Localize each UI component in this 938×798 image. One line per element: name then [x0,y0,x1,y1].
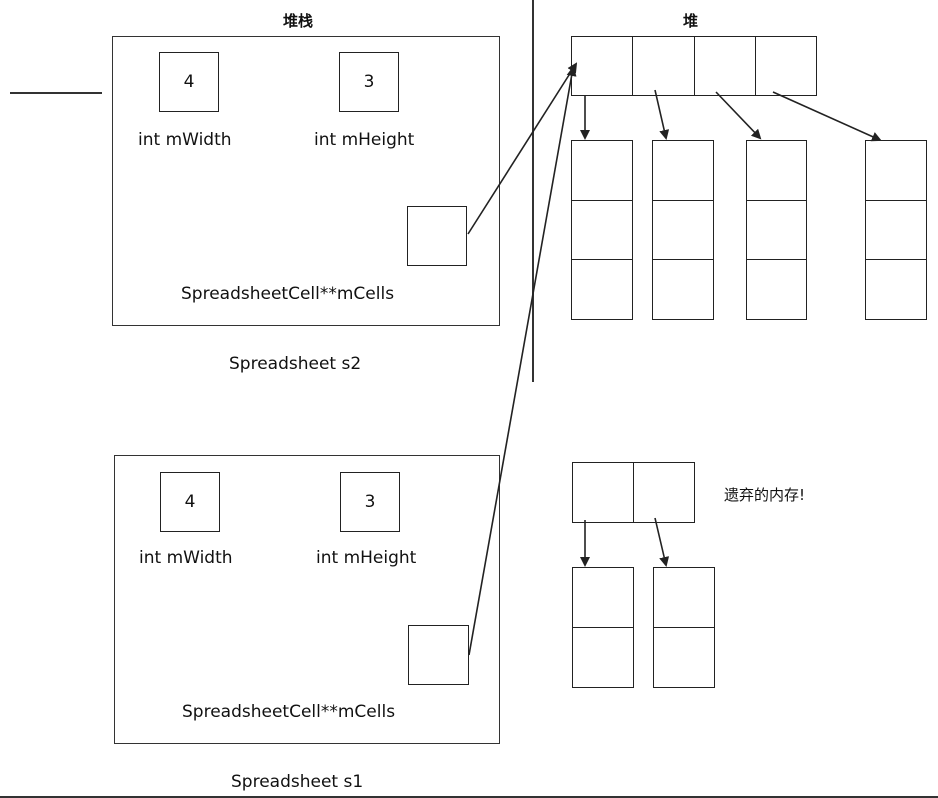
slot3-arrow [715,91,762,140]
s2-height-value: 3 [339,52,399,112]
heap-cell-column [865,140,927,320]
s1-width-label: int mWidth [139,548,233,568]
s2-width-value: 4 [159,52,219,112]
heap-cell-column [652,140,714,320]
s2-height-label: int mHeight [314,130,415,150]
slot2-arrow [654,89,670,140]
heap-header: 堆 [683,12,699,30]
heap-cell [866,141,926,201]
orphan-cell-column [653,567,715,688]
orphan-cell [654,628,714,687]
orphan-pointer-slot [634,463,694,522]
heap-pointer-slot [695,37,756,95]
heap-cell [653,141,713,201]
heap-cell-column [571,140,633,320]
s1-cells-pointer-box [408,625,469,685]
slot4-arrow [772,91,882,142]
heap-cell [572,141,632,201]
heap-pointer-slot [633,37,695,95]
s1-caption: Spreadsheet s1 [231,772,364,792]
s1-cells-label: SpreadsheetCell**mCells [182,702,396,722]
orphan-cell-column [572,567,634,688]
s1-height-label: int mHeight [316,548,417,568]
heap-cell-column [746,140,807,320]
s2-cells-pointer-box [407,206,467,266]
orphan-pointer-slot [573,463,634,522]
stack-heap-divider [532,0,534,382]
heap-pointer-slot [572,37,634,95]
stack-header: 堆栈 [283,12,314,30]
orphan-slot2-arrow [654,517,670,567]
orphan-cell [573,628,633,687]
orphan-cell [573,568,633,628]
left-margin-rule [10,92,102,94]
heap-pointer-array [571,36,817,96]
heap-cell [572,260,632,319]
bottom-rule [0,796,938,798]
s2-width-label: int mWidth [138,130,232,150]
heap-cell [747,260,806,319]
heap-cell [653,201,713,261]
s1-width-value: 4 [160,472,220,532]
heap-pointer-slot [756,37,816,95]
orphan-memory-note: 遗弃的内存! [724,486,806,504]
orphan-pointer-array [572,462,695,523]
s2-caption: Spreadsheet s2 [229,354,362,374]
heap-cell [747,201,806,261]
heap-cell [866,201,926,261]
heap-cell [866,260,926,319]
orphan-cell [654,568,714,628]
s2-cells-label: SpreadsheetCell**mCells [181,284,395,304]
heap-cell [653,260,713,319]
heap-cell [572,201,632,261]
s1-height-value: 3 [340,472,400,532]
heap-cell [747,141,806,201]
